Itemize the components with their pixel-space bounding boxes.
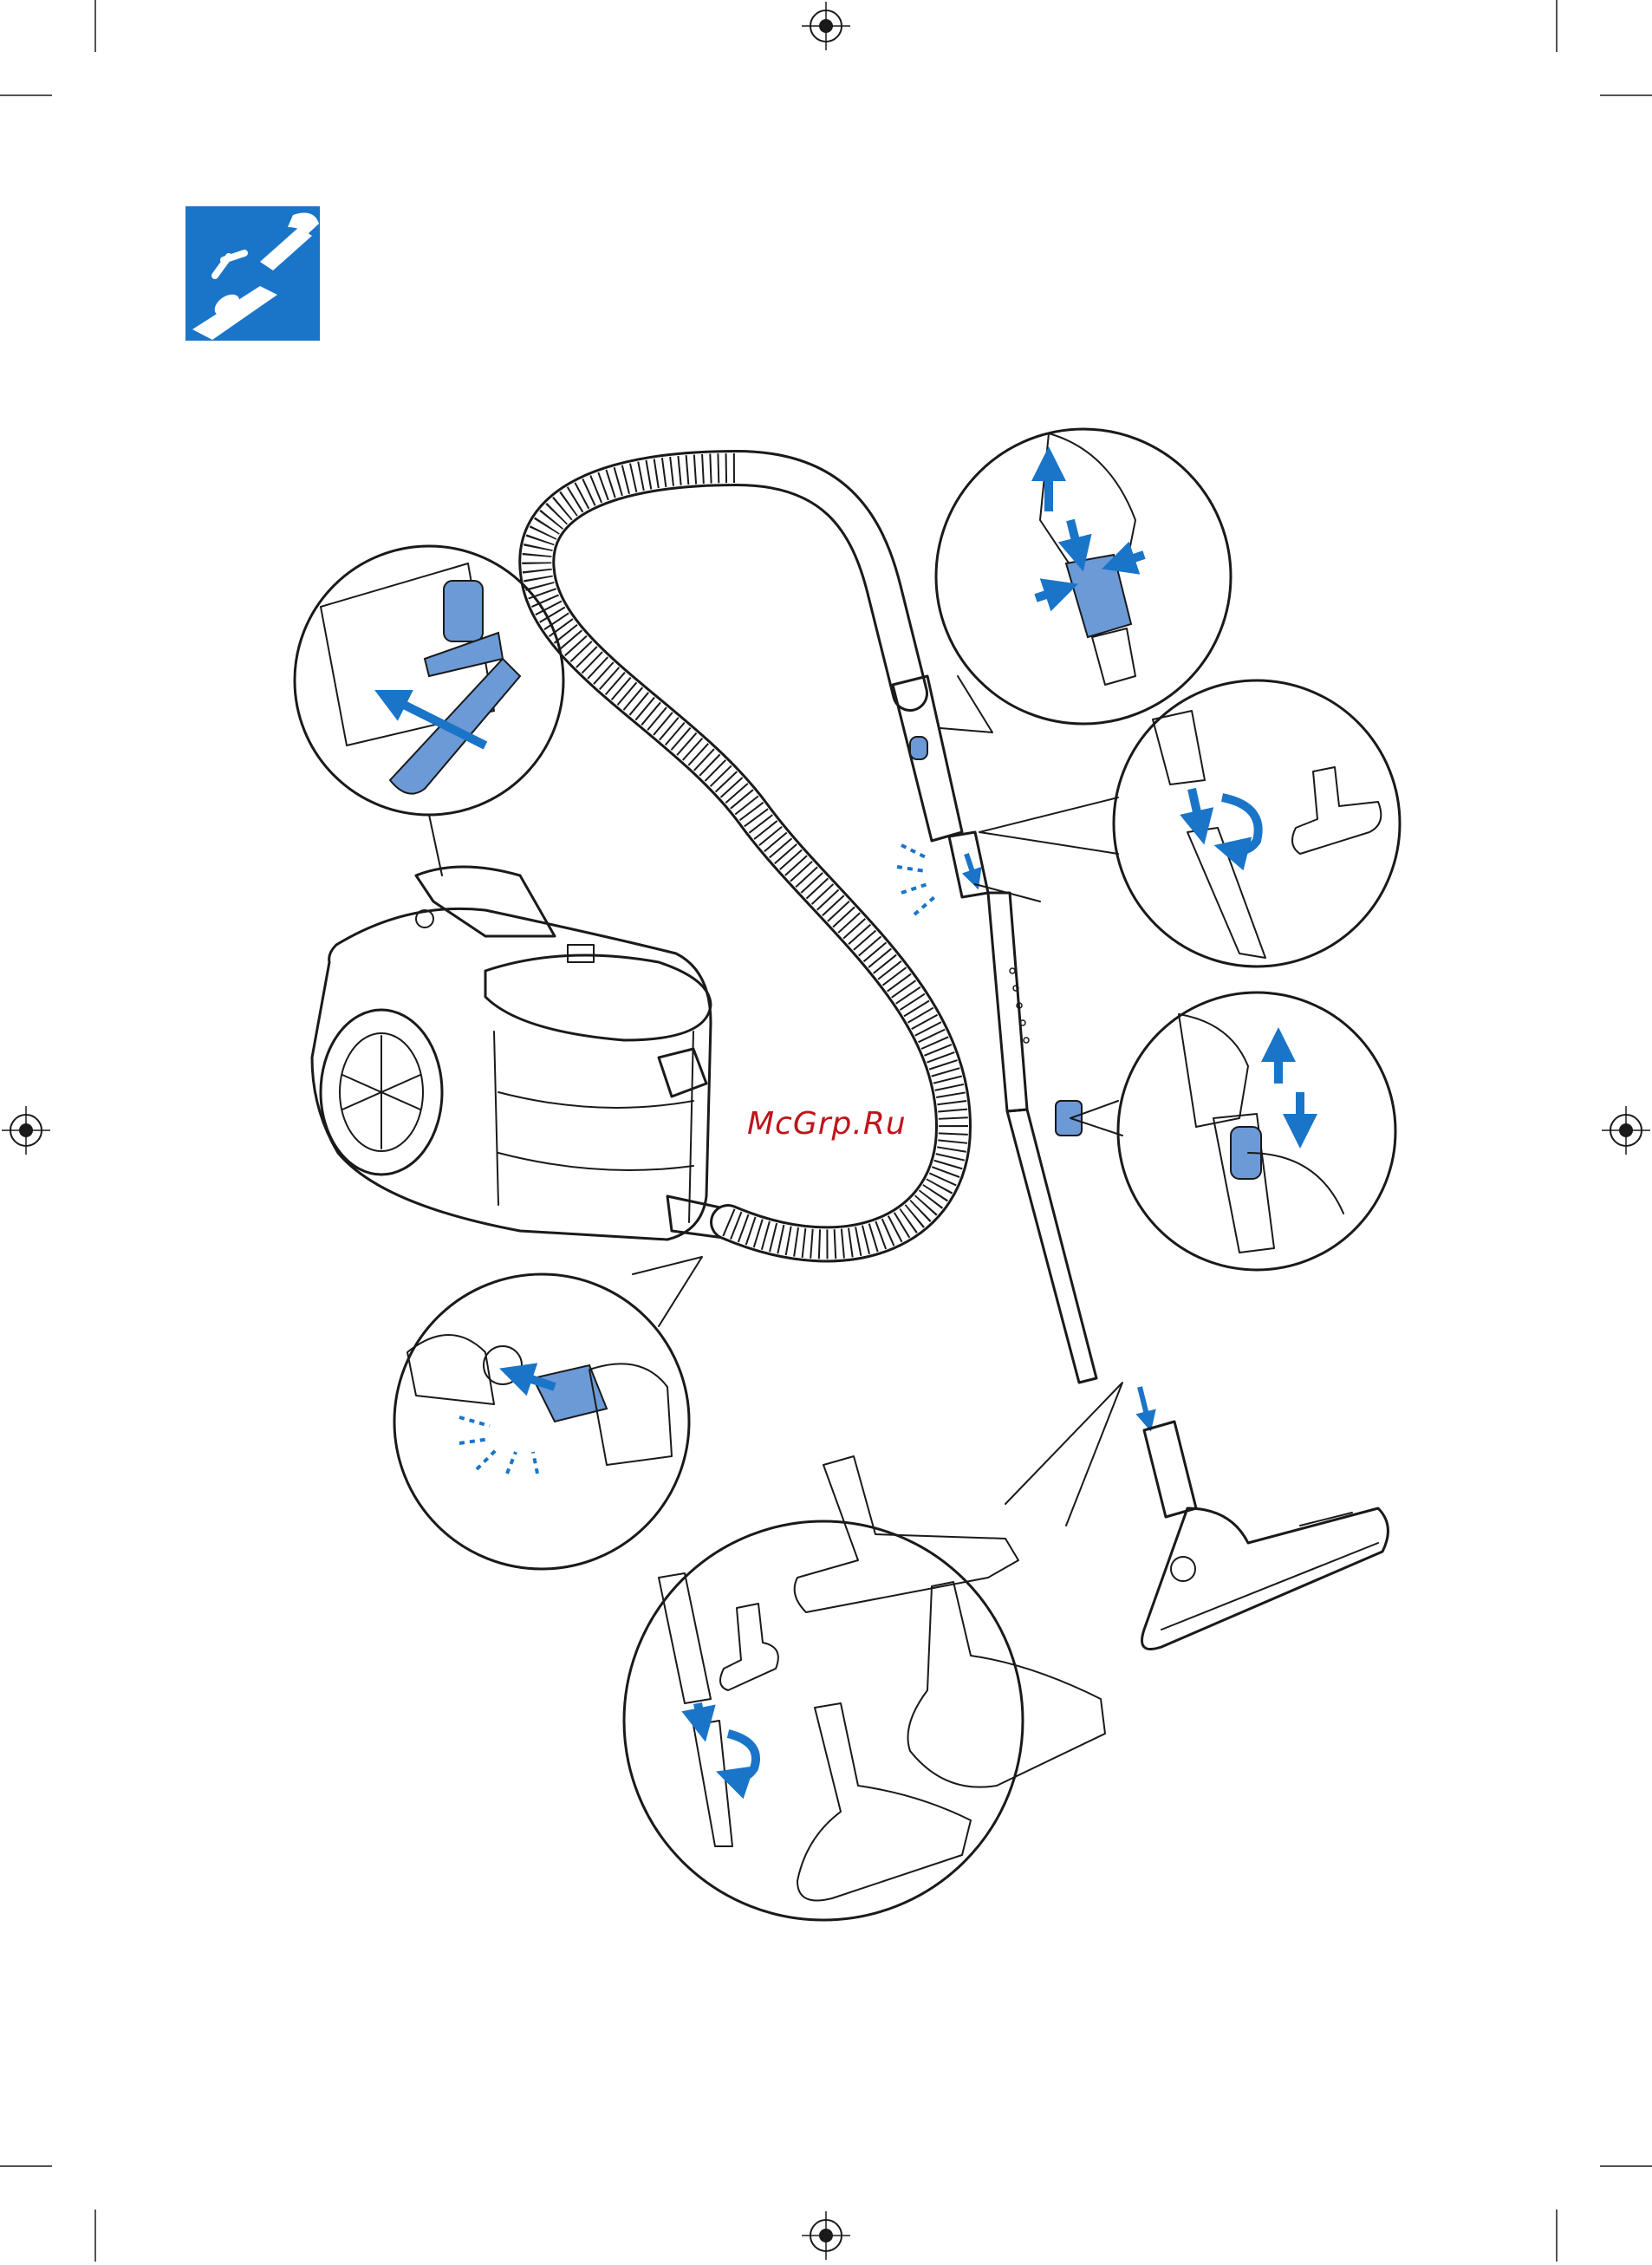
registration-mark-left (2, 1106, 50, 1155)
hose-handle-release-icon (936, 429, 1231, 732)
floor-nozzle (1142, 1422, 1389, 1650)
registration-mark-top (802, 2, 850, 50)
crevice-tool-attach-icon (979, 680, 1400, 967)
click-sound-mark-bottom (459, 1417, 537, 1474)
hose-accessory-icon (185, 206, 320, 341)
vacuum-cleaner-body (312, 867, 737, 1240)
registration-mark-right (1602, 1106, 1650, 1155)
telescopic-tube-adjust-icon (1070, 993, 1395, 1270)
click-sound-mark-top (897, 845, 934, 914)
registration-mark-bottom (802, 2211, 850, 2260)
hose-inlet-connect-icon (394, 1257, 702, 1569)
nozzle-options-icon (624, 1383, 1122, 1920)
crevice-tool-storage-icon (295, 546, 563, 875)
watermark: McGrp.Ru (747, 1106, 907, 1142)
